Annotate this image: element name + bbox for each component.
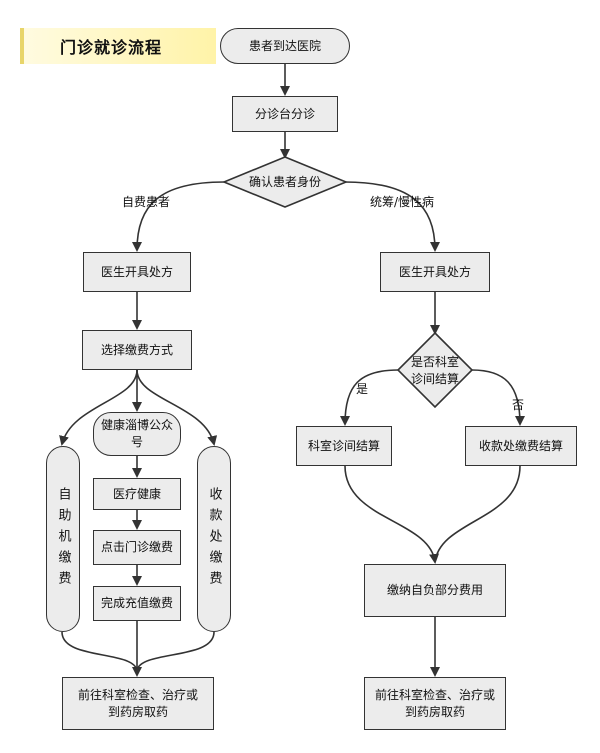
node-prescription-left: 医生开具处方	[83, 252, 191, 292]
edge-cashier-goto	[136, 631, 215, 671]
edge-identity-right	[344, 181, 440, 252]
node-complete-recharge: 完成充值缴费	[93, 586, 181, 621]
goto-left-line1: 前往科室检查、治疗或	[77, 687, 198, 702]
node-goto-right: 前往科室检查、治疗或 到药房取药	[364, 677, 506, 730]
edge-deptsettle-payself	[344, 465, 440, 564]
edge-selfservice-goto	[61, 631, 138, 671]
edge-choose-cashier	[136, 369, 218, 446]
title-banner	[20, 28, 216, 64]
wechat-line2: 号	[130, 435, 143, 449]
decision-dept-settle	[396, 331, 474, 409]
node-prescription-right: 医生开具处方	[380, 252, 490, 292]
node-dept-settle-question: 是否科室 诊间结算	[400, 354, 470, 388]
node-dept-settle: 科室诊间结算	[296, 426, 392, 466]
dept-q-line2: 诊间结算	[410, 372, 459, 386]
goto-left-line2: 到药房取药	[107, 704, 168, 719]
decision-identity	[221, 156, 349, 208]
node-wechat-official: 健康淄博公众 号	[93, 412, 181, 456]
node-confirm-identity: 确认患者身份	[248, 175, 321, 189]
page-title: 门诊就诊流程	[60, 38, 163, 57]
label-self-pay: 自费患者	[122, 195, 171, 209]
node-triage: 分诊台分诊	[232, 96, 338, 132]
edge-deptq-yes	[340, 369, 399, 426]
node-cashier: 收款处缴费	[197, 446, 231, 632]
edge-deptq-no	[471, 369, 525, 426]
edge-identity-left	[132, 181, 225, 252]
edge-choose-selfservice	[59, 369, 138, 446]
node-choose-payment: 选择缴费方式	[82, 330, 192, 370]
wechat-line1: 健康淄博公众	[100, 418, 173, 432]
node-click-clinic-pay: 点击门诊缴费	[93, 530, 181, 565]
label-no: 否	[512, 398, 525, 412]
edge-cashiersettle-payself	[434, 465, 521, 563]
dept-q-line1: 是否科室	[410, 355, 459, 369]
label-yes: 是	[356, 382, 369, 396]
goto-right-line1: 前往科室检查、治疗或	[374, 687, 495, 702]
node-medical-health: 医疗健康	[93, 478, 181, 510]
node-self-service: 自助机缴费	[46, 446, 80, 632]
node-cashier-settle: 收款处缴费结算	[465, 426, 577, 466]
goto-right-line2: 到药房取药	[404, 704, 465, 719]
node-pay-self: 缴纳自负部分费用	[364, 564, 506, 617]
label-pooled-chronic: 统筹/慢性病	[370, 195, 435, 209]
node-goto-left: 前往科室检查、治疗或 到药房取药	[62, 677, 214, 730]
node-arrive: 患者到达医院	[220, 28, 350, 64]
